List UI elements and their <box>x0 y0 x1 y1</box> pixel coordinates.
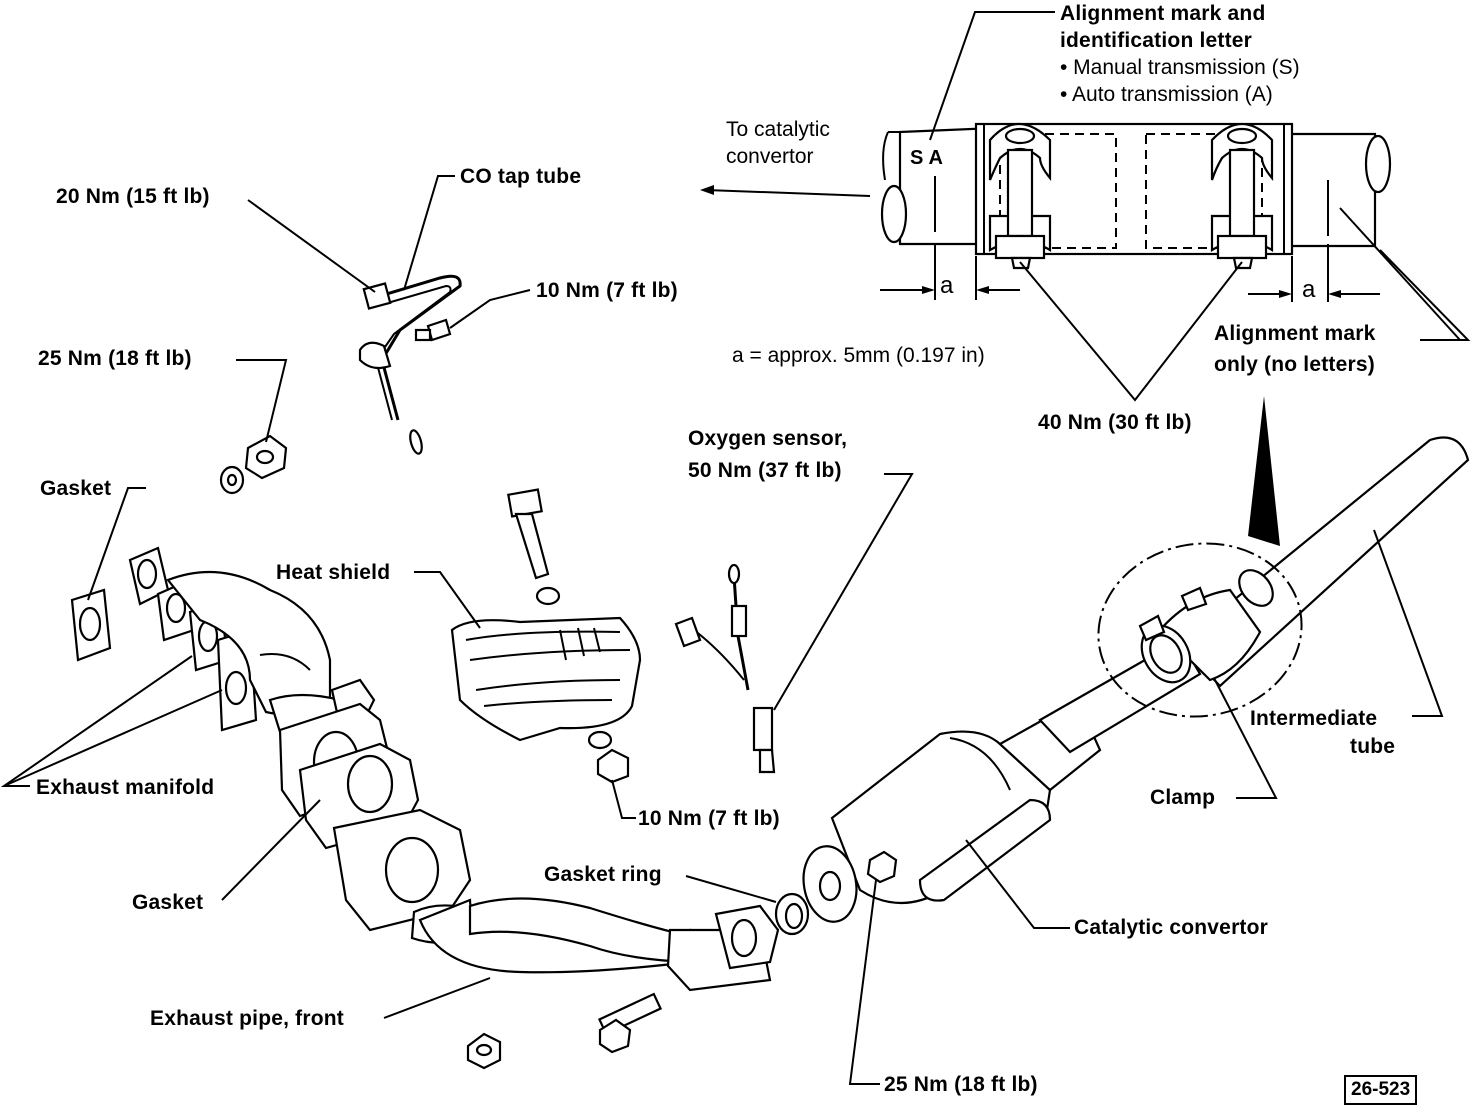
oxygen-sensor <box>674 563 776 774</box>
dimension-a-right: a <box>1302 276 1316 303</box>
identification-letters: S A <box>910 147 944 169</box>
alignment-only-label-line1: Alignment mark <box>1214 322 1376 345</box>
torque-10-top-label: 10 Nm (7 ft lb) <box>536 279 678 302</box>
torque-10-mid-label: 10 Nm (7 ft lb) <box>638 807 780 830</box>
alignment-title-line1: Alignment mark and <box>1060 2 1266 25</box>
clamp-label: Clamp <box>1150 786 1216 809</box>
dimension-a-note: a = approx. 5mm (0.197 in) <box>732 344 985 367</box>
alignment-only-label-line2: only (no letters) <box>1214 353 1375 376</box>
oxygen-sensor-label-line2: 50 Nm (37 ft lb) <box>688 459 842 482</box>
torque-25-top-label: 25 Nm (18 ft lb) <box>38 347 192 370</box>
alignment-title-line2: identification letter <box>1060 29 1253 52</box>
gasket-top-label: Gasket <box>40 477 112 500</box>
exhaust-manifold-label: Exhaust manifold <box>36 776 215 799</box>
gasket-ring-label: Gasket ring <box>544 863 662 886</box>
figure-id-badge: 26-523 <box>1344 1075 1418 1105</box>
intermediate-tube-label-line2: tube <box>1350 735 1396 758</box>
torque-40-label: 40 Nm (30 ft lb) <box>1038 411 1192 434</box>
intermediate-tube-label-line1: Intermediate <box>1250 707 1378 730</box>
oxygen-sensor-label-line1: Oxygen sensor, <box>688 427 848 450</box>
torque-25-bottom-label: 25 Nm (18 ft lb) <box>884 1073 1038 1096</box>
dimension-a-left: a <box>940 272 954 299</box>
co-tap-tube <box>358 274 462 455</box>
gasket-mid-label: Gasket <box>132 891 204 914</box>
co-tap-tube-label: CO tap tube <box>460 165 582 188</box>
nut-and-washer <box>219 434 288 495</box>
exhaust-pipe-front <box>418 892 810 1070</box>
gaskets-and-flange <box>278 702 482 945</box>
manual-transmission-note: • Manual transmission (S) <box>1060 56 1300 79</box>
to-catalytic-label-line2: convertor <box>726 145 814 168</box>
clamp-detail-inset <box>880 122 1392 302</box>
intermediate-tube-and-clamp <box>1097 396 1470 718</box>
auto-transmission-note: • Auto transmission (A) <box>1060 83 1273 106</box>
torque-20-label: 20 Nm (15 ft lb) <box>56 185 210 208</box>
heat-shield <box>450 488 642 784</box>
heat-shield-label: Heat shield <box>276 561 391 584</box>
catalytic-convertor <box>802 638 1202 923</box>
catalytic-convertor-label: Catalytic convertor <box>1074 916 1269 939</box>
exhaust-pipe-front-label: Exhaust pipe, front <box>150 1007 344 1030</box>
to-catalytic-label-line1: To catalytic <box>726 118 830 141</box>
